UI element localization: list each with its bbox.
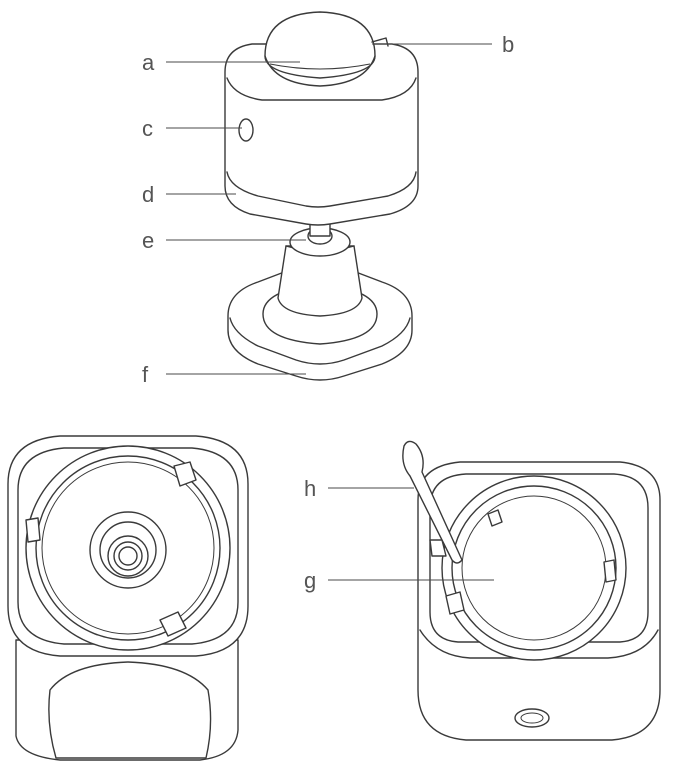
camera-rear-view — [402, 440, 661, 741]
label-e: e — [142, 228, 154, 253]
base-underside-view — [7, 435, 249, 761]
top-leaders — [166, 43, 492, 375]
camera-body — [224, 43, 419, 226]
ball-joint — [289, 221, 351, 257]
base-plate — [227, 262, 413, 381]
label-d: d — [142, 182, 154, 207]
label-f: f — [142, 362, 149, 387]
rear-clip — [371, 37, 389, 47]
label-c: c — [142, 116, 153, 141]
label-g: g — [304, 568, 316, 593]
assembled-camera — [224, 11, 419, 381]
label-a: a — [142, 50, 155, 75]
side-button — [238, 118, 254, 142]
label-b: b — [502, 32, 514, 57]
label-h: h — [304, 476, 316, 501]
